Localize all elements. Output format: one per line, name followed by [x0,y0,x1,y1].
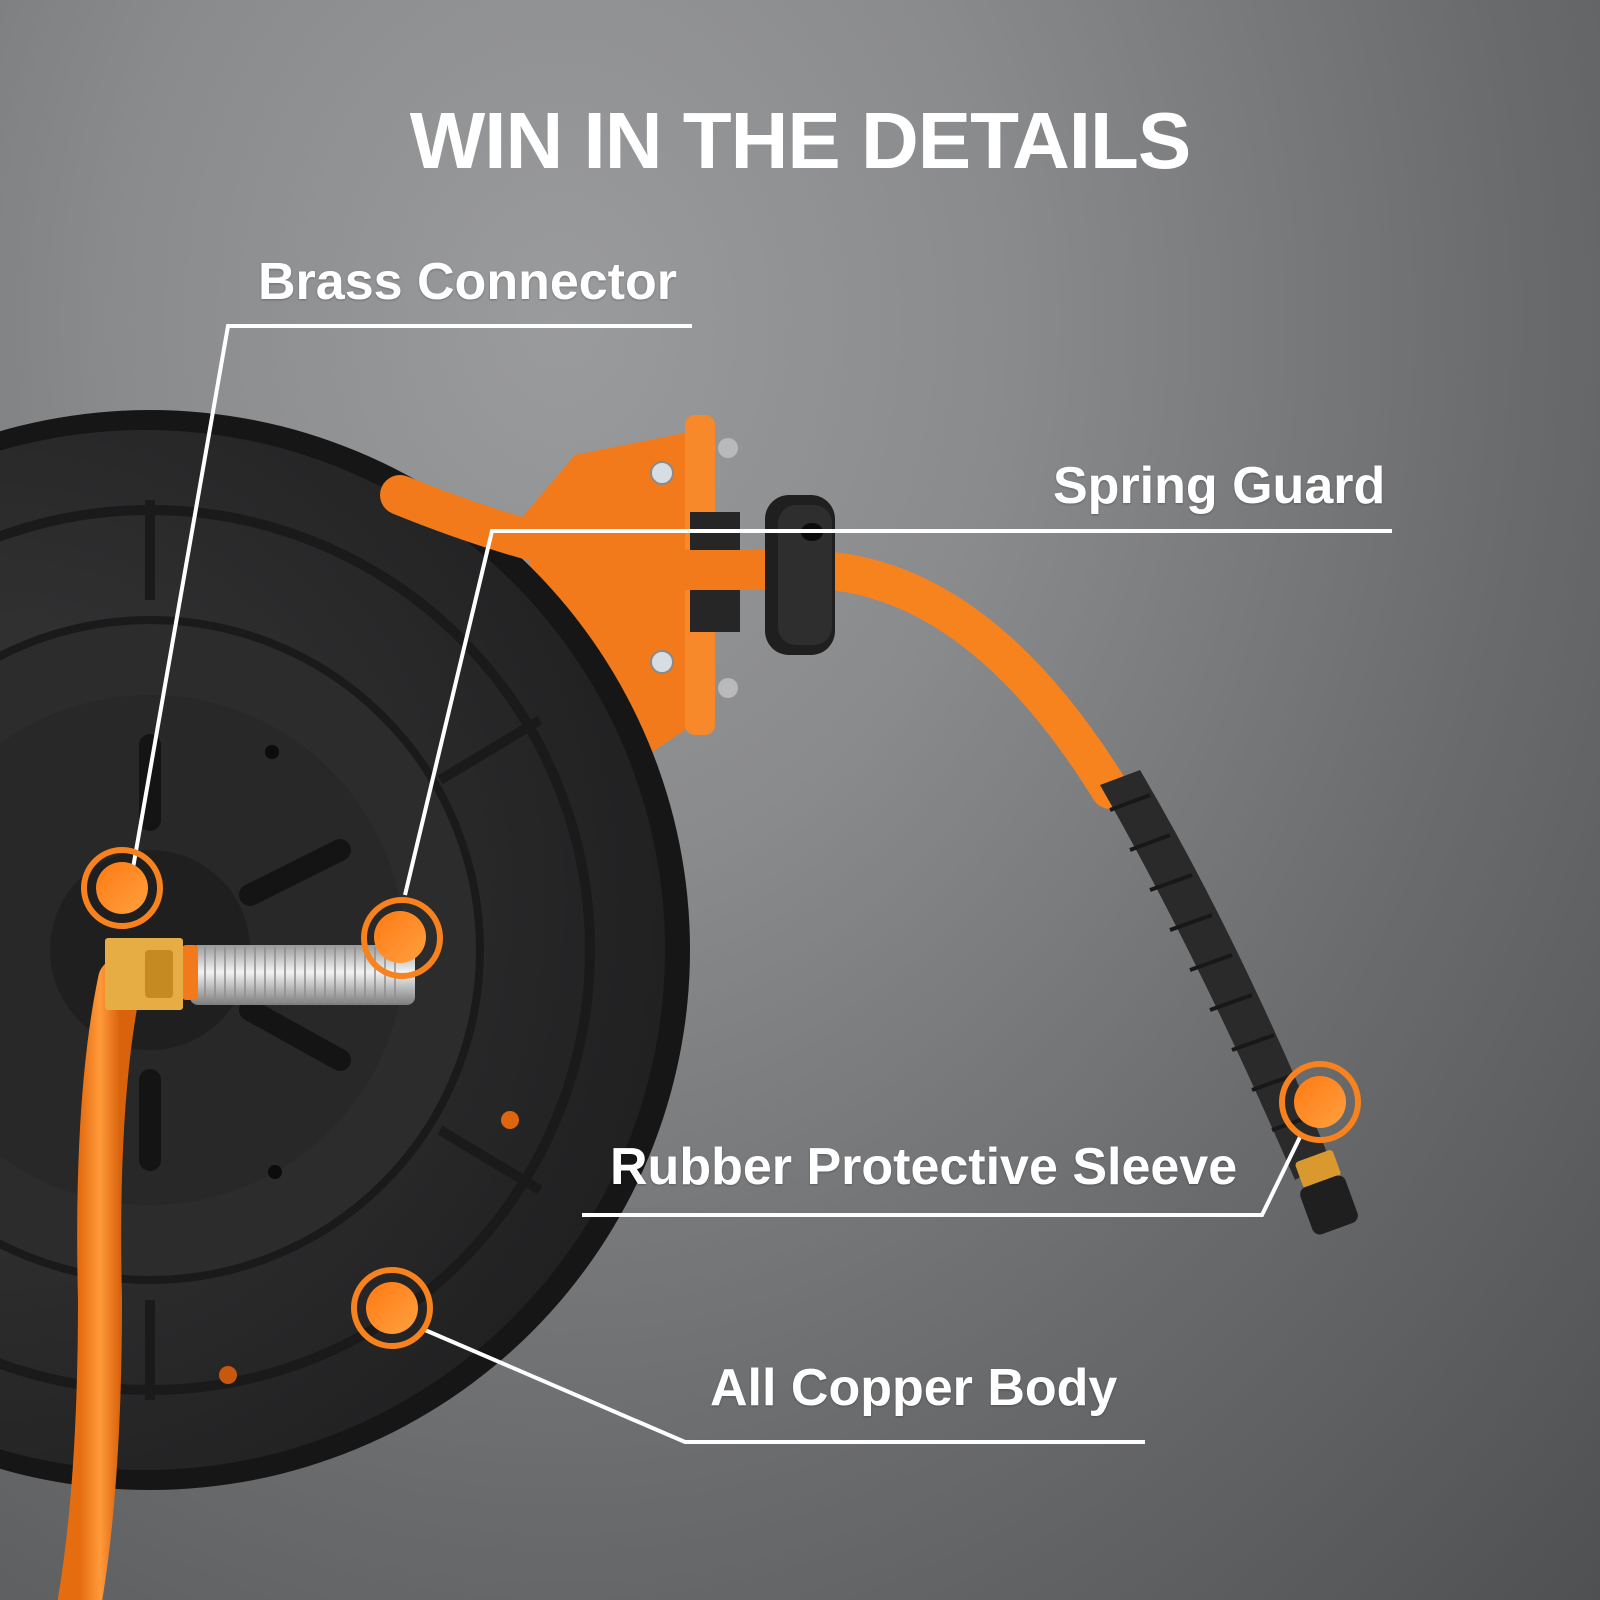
leader-lines [131,324,1392,1444]
hose [58,475,1129,1600]
spring-and-connector [105,938,415,1010]
page-title: WIN IN THE DETAILS [409,96,1191,185]
callout-marker-all-copper-body [351,1267,433,1349]
label-brass-connector: Brass Connector [258,253,677,311]
label-all-copper-body: All Copper Body [710,1359,1118,1417]
callout-marker-spring-guard [361,897,443,979]
callout-marker-brass-connector [81,847,163,929]
label-spring-guard: Spring Guard [1053,457,1386,515]
rubber-sleeve [1100,770,1358,1235]
callout-marker-rubber-sleeve [1279,1061,1361,1143]
hose-stopper [765,495,835,655]
label-rubber-protective-sleeve: Rubber Protective Sleeve [610,1138,1238,1196]
